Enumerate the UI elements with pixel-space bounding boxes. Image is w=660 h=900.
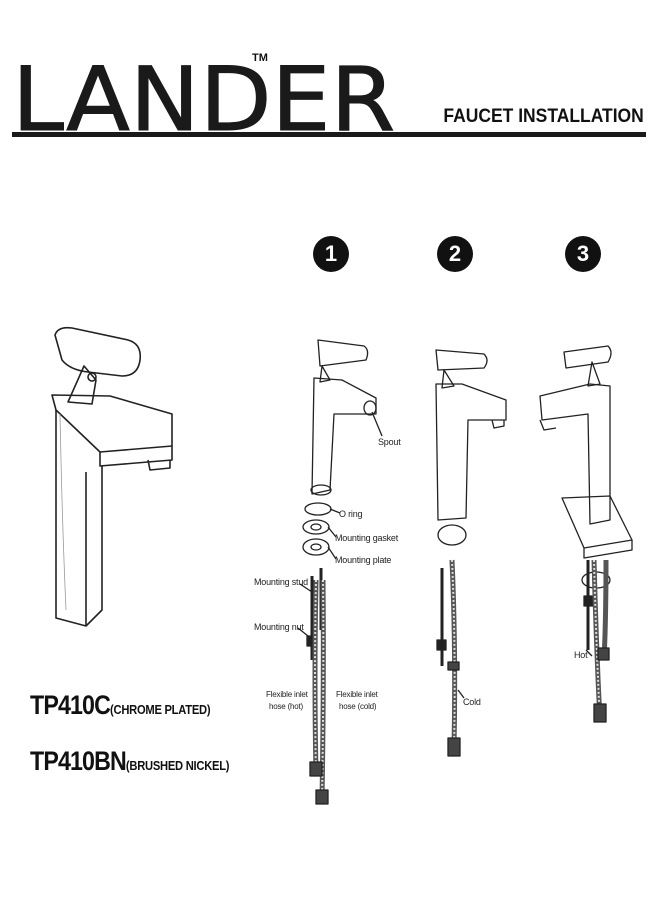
trademark-mark: TM	[252, 52, 268, 64]
model-finish: (CHROME PLATED)	[110, 702, 211, 717]
step-2-badge: 2	[437, 236, 473, 272]
label-mounting-plate: Mounting plate	[335, 555, 392, 565]
model-finish: (BRUSHED NICKEL)	[125, 758, 230, 773]
model-code: TP410BN	[30, 746, 127, 776]
label-hose-hot-2: hose (hot)	[269, 702, 304, 711]
label-hot: Hot	[574, 650, 588, 660]
label-cold: Cold	[463, 697, 481, 707]
label-o-ring: O ring	[339, 509, 363, 519]
label-hose-cold-1: Flexible inlet	[336, 690, 378, 699]
model-line-nickel: TP410BN(BRUSHED NICKEL)	[30, 746, 230, 777]
model-code: TP410C	[30, 690, 111, 720]
label-mounting-nut: Mounting nut	[254, 622, 304, 632]
brand-logo: LANDER	[11, 48, 396, 151]
label-spout: Spout	[378, 437, 401, 447]
label-hose-hot-1: Flexible inlet	[266, 690, 308, 699]
step-3-badge: 3	[565, 236, 601, 272]
header-divider	[12, 132, 646, 137]
label-mounting-gasket: Mounting gasket	[335, 533, 399, 543]
model-line-chrome: TP410C(CHROME PLATED)	[30, 690, 211, 721]
label-hose-cold-2: hose (cold)	[339, 702, 377, 711]
step-1-badge: 1	[313, 236, 349, 272]
label-mounting-stud: Mounting stud	[254, 577, 308, 587]
page-title: FAUCET INSTALLATION	[443, 106, 644, 127]
